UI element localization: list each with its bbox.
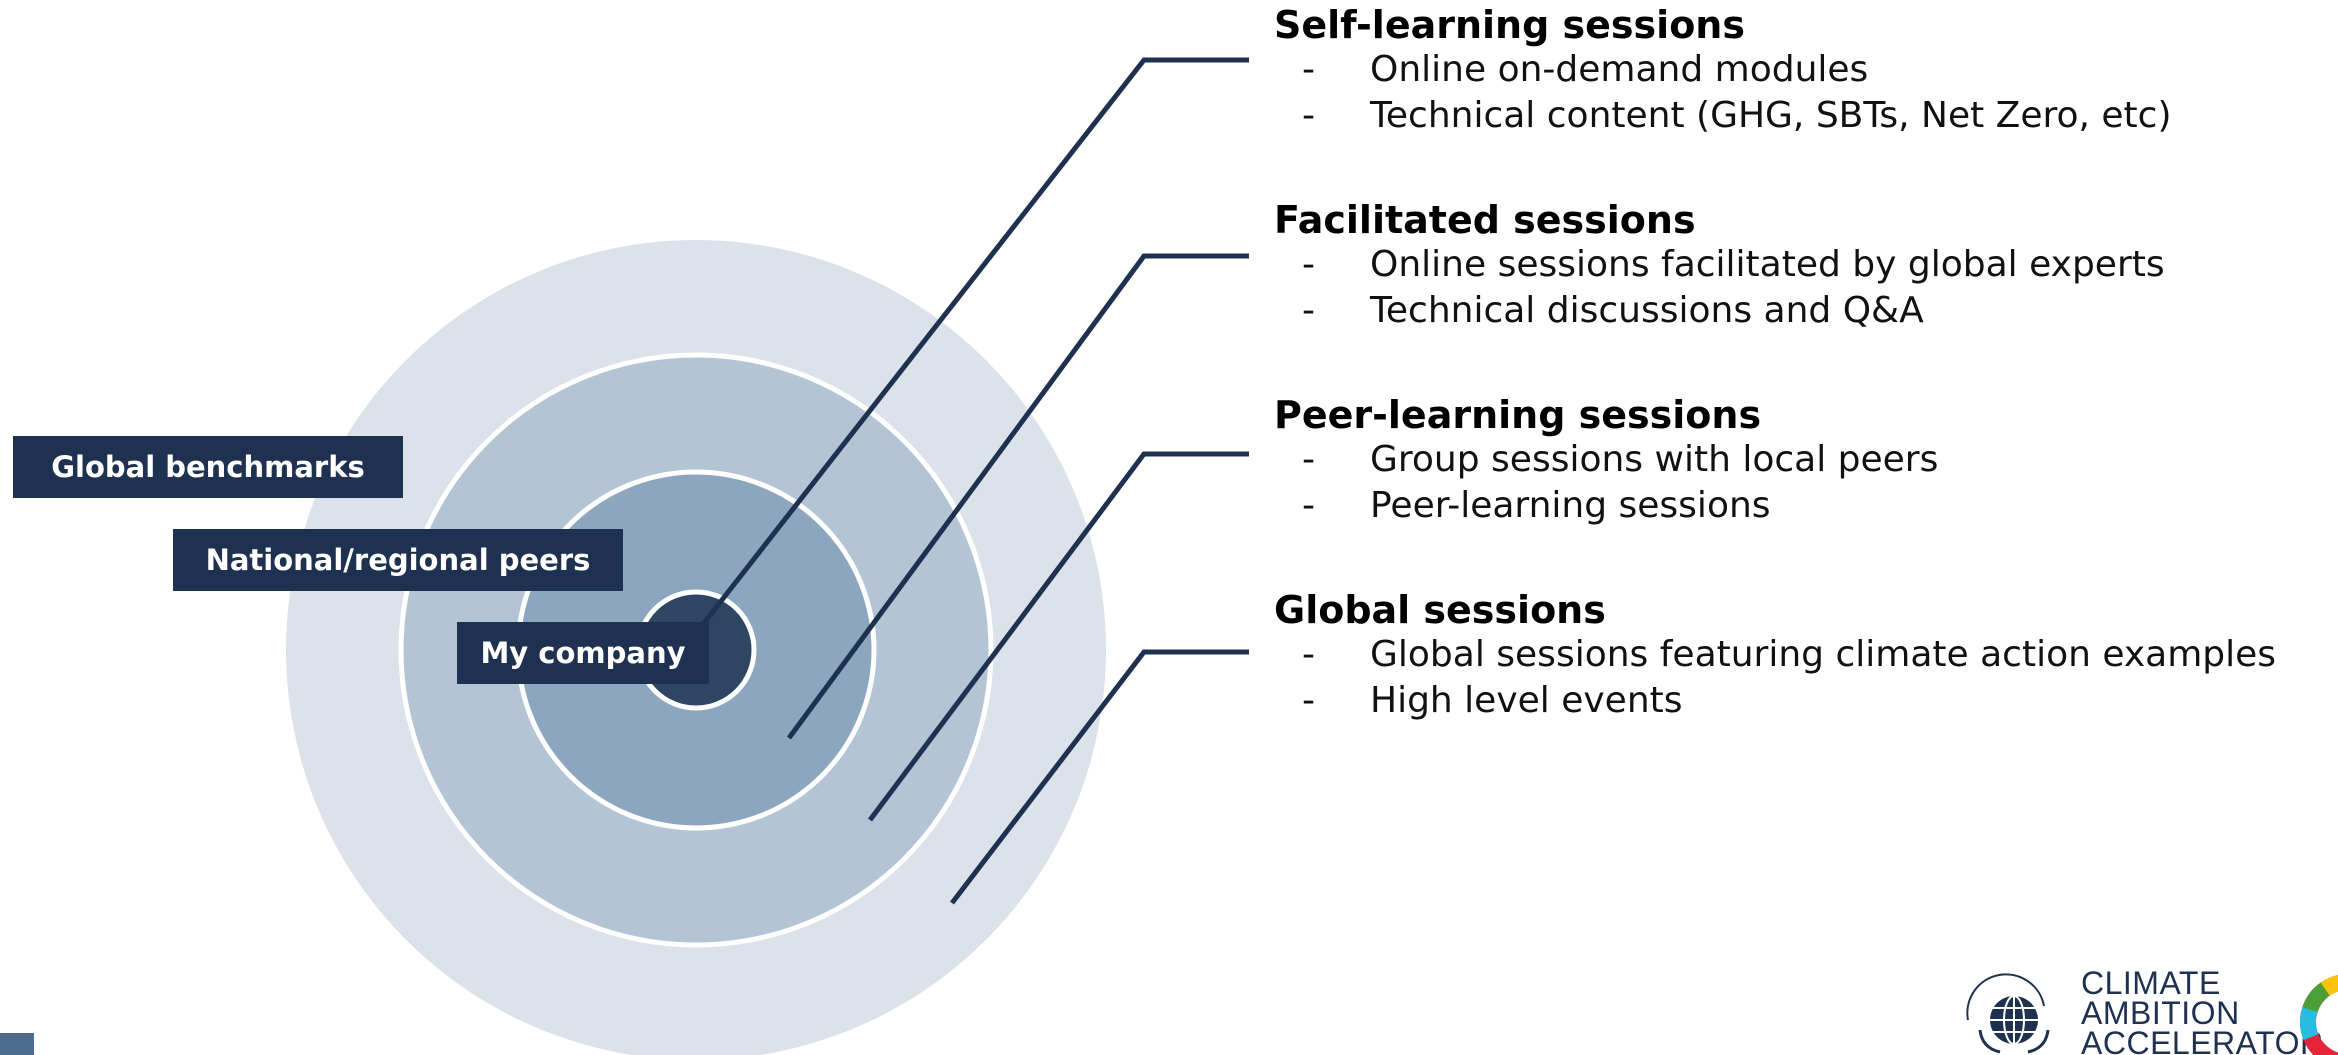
connector-facilitated	[786, 253, 1249, 740]
climate-ambition-accelerator-logo: CLIMATE AMBITION ACCELERATOR	[1960, 960, 2338, 1055]
corner-accent-square	[0, 1033, 34, 1055]
logo-line-ambition: AMBITION	[2081, 995, 2240, 1031]
session-group-facilitated: Facilitated sessions Online sessions fac…	[1274, 198, 2334, 334]
logo-wordmark: CLIMATE AMBITION ACCELERATOR	[2081, 965, 2324, 1055]
label-national-regional-peers: National/regional peers	[173, 529, 623, 591]
session-title: Facilitated sessions	[1274, 198, 1696, 242]
logo-line-climate: CLIMATE	[2081, 965, 2221, 1001]
label-global-benchmarks: Global benchmarks	[13, 436, 403, 498]
session-bullet: Technical discussions and Q&A	[1274, 288, 2334, 334]
connector-self-learning	[698, 57, 1249, 630]
session-bullet: Group sessions with local peers	[1274, 437, 2334, 483]
session-bullet: Peer-learning sessions	[1274, 483, 2334, 529]
session-group-self-learning: Self-learning sessions Online on-demand …	[1274, 3, 2334, 139]
connector-global	[950, 649, 1249, 905]
session-group-peer-learning: Peer-learning sessions Group sessions wi…	[1274, 393, 2334, 529]
connector-peer-learning	[867, 451, 1249, 822]
session-group-global: Global sessions Global sessions featurin…	[1274, 588, 2334, 724]
session-bullet: Global sessions featuring climate action…	[1274, 632, 2334, 678]
logo-line-accelerator: ACCELERATOR	[2081, 1025, 2324, 1055]
session-title: Global sessions	[1274, 588, 1606, 632]
session-bullet: Technical content (GHG, SBTs, Net Zero, …	[1274, 93, 2334, 139]
un-global-compact-seal-icon	[1966, 973, 2050, 1054]
session-bullet: Online sessions facilitated by global ex…	[1274, 242, 2334, 288]
session-title: Self-learning sessions	[1274, 3, 1745, 47]
session-bullet: High level events	[1274, 678, 2334, 724]
sdg-color-wheel-icon	[2300, 975, 2338, 1055]
session-title: Peer-learning sessions	[1274, 393, 1762, 437]
label-my-company: My company	[457, 622, 709, 684]
session-bullet: Online on-demand modules	[1274, 47, 2334, 93]
